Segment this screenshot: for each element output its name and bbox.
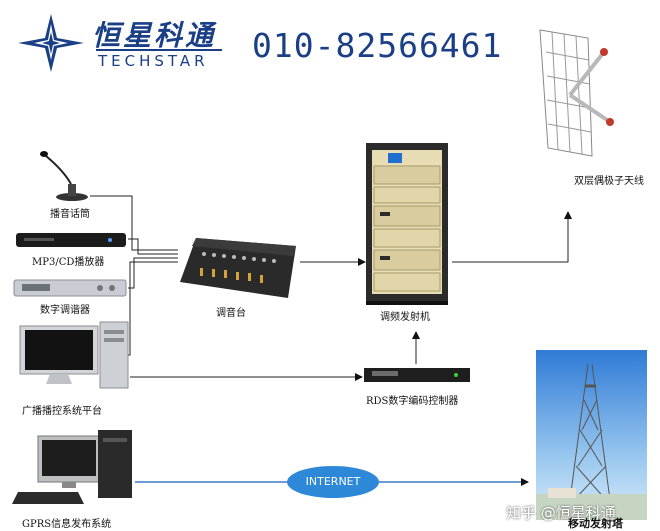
mobile-tower-icon xyxy=(536,350,647,520)
microphone-label: 播音话筒 xyxy=(50,209,90,220)
tower-label: 移动发射塔 xyxy=(568,517,623,530)
mixer-icon xyxy=(180,238,296,298)
gprs-computer-icon xyxy=(12,430,132,504)
rds-label: RDS数字编码控制器 xyxy=(366,396,459,407)
internet-cloud-shape xyxy=(287,466,379,498)
control-platform-label: 广播播控系统平台 xyxy=(22,406,102,417)
internet-label: INTERNET xyxy=(305,475,361,488)
gprs-label: GPRS信息发布系统 xyxy=(22,519,112,530)
mp3-player-icon xyxy=(16,233,126,247)
tuner-label: 数字调谐器 xyxy=(40,305,90,316)
transmitter-label: 调频发射机 xyxy=(380,312,430,323)
mp3-player-label: MP3/CD播放器 xyxy=(32,257,105,268)
antenna-label: 双层偶极子天线 xyxy=(574,176,644,187)
mixer-label: 调音台 xyxy=(216,308,246,319)
watermark-text: 知乎 @恒星科通 xyxy=(506,504,616,522)
phone-number: 010-82566461 xyxy=(252,26,503,65)
rds-encoder-icon xyxy=(364,368,470,382)
transmitter-to-antenna-arrow xyxy=(452,211,572,263)
transmitter-cabinet-icon xyxy=(366,143,448,305)
techstar-logo-icon xyxy=(18,14,84,72)
control-platform-icon xyxy=(19,321,129,389)
tuner-icon xyxy=(13,279,127,297)
brand-name-cn: 恒星科通 xyxy=(92,19,217,52)
dipole-antenna-icon xyxy=(539,29,614,157)
brand-divider xyxy=(96,49,222,51)
microphone-icon xyxy=(40,151,88,201)
brand-name-en: TECHSTAR xyxy=(98,52,209,70)
